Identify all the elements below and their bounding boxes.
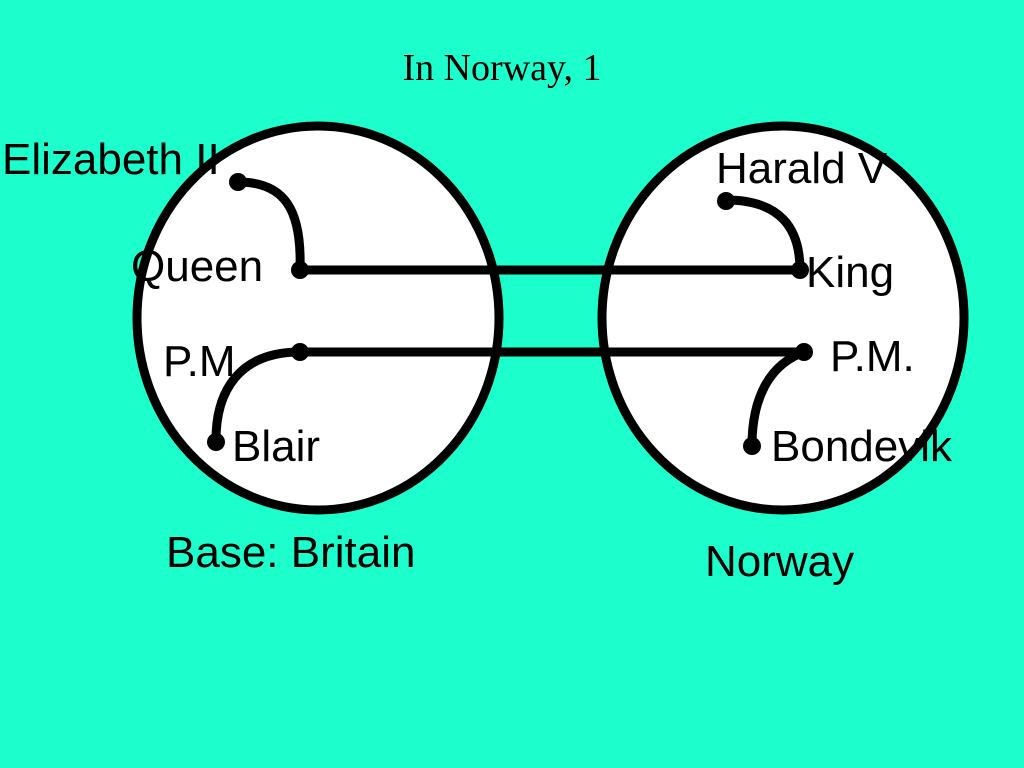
- node-queen: [291, 261, 309, 279]
- link-pm-blair: [211, 347, 305, 445]
- node-harald: [717, 192, 735, 210]
- node-elizabeth: [229, 173, 247, 191]
- label-queen: Queen: [131, 242, 263, 291]
- slide-title: In Norway, 1: [402, 47, 601, 89]
- label-king: King: [806, 248, 894, 297]
- label-bondevik: Bondevik: [771, 422, 953, 471]
- label-blair: Blair: [232, 422, 320, 471]
- caption-britain: Base: Britain: [166, 528, 415, 577]
- node-blair: [207, 433, 225, 451]
- node-king: [791, 261, 809, 279]
- link-king-harald: [721, 195, 805, 275]
- node-pm-norway: [795, 343, 813, 361]
- node-bondevik: [743, 437, 761, 455]
- caption-norway: Norway: [705, 537, 854, 586]
- label-pm-norway: P.M.: [830, 332, 915, 381]
- label-harald-v: Harald V: [716, 144, 888, 193]
- link-queen-elizabeth: [233, 177, 305, 275]
- label-pm-britain: P.M: [163, 337, 236, 386]
- space-britain: [132, 121, 504, 515]
- space-norway: [597, 121, 969, 515]
- node-pm-britain: [291, 343, 309, 361]
- link-pm-bondevik: [747, 347, 809, 451]
- label-elizabeth-ii: Elizabeth II: [2, 135, 220, 184]
